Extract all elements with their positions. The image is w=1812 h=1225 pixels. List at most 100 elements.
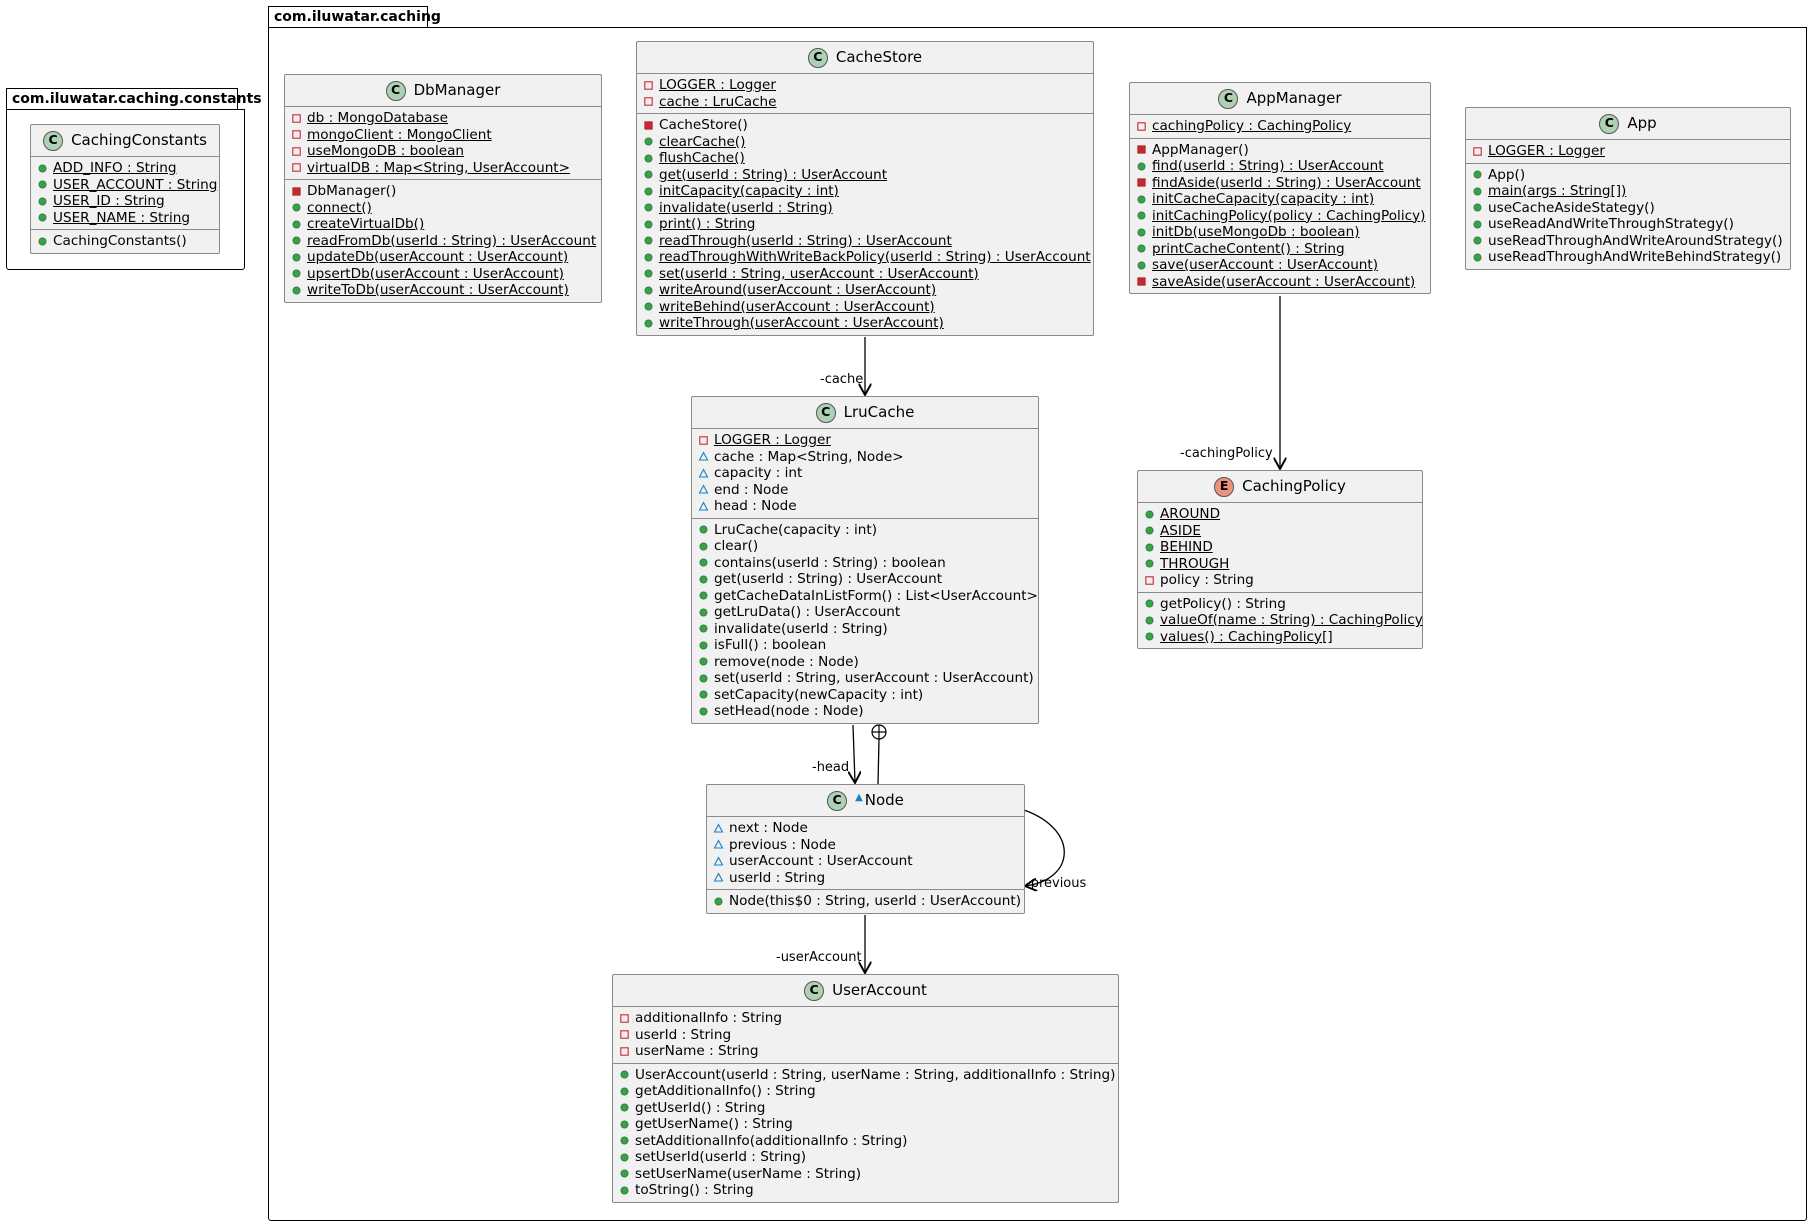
class-name: Node: [864, 791, 904, 810]
class-header: C AppManager: [1130, 83, 1430, 115]
class-field: USER_NAME : String: [37, 210, 213, 227]
member-text: upsertDb(userAccount : UserAccount): [307, 265, 564, 282]
class-method: initCachingPolicy(policy : CachingPolicy…: [1136, 207, 1426, 225]
public-visibility-icon: [619, 1086, 630, 1097]
class-method: connect(): [291, 200, 595, 217]
package-visibility-icon: [713, 823, 724, 834]
member-text: print() : String: [659, 216, 756, 232]
class-method: useCacheAsideStategy(): [1472, 200, 1784, 217]
class-method: UserAccount(userId : String, userName : …: [619, 1067, 1115, 1084]
member-text: readThroughWithWriteBackPolicy(userId : …: [659, 249, 1091, 265]
class-field: ADD_INFO : String: [37, 160, 213, 177]
class-method: AppManager(): [1136, 142, 1424, 159]
class-field: userId : String: [713, 870, 1018, 887]
member-text: capacity : int: [714, 465, 803, 481]
member-text: setHead(node : Node): [714, 703, 864, 719]
public-visibility-icon: [1144, 509, 1155, 520]
class-name: DbManager: [413, 81, 501, 100]
member-text: useReadThroughAndWriteBehindStrategy(): [1488, 249, 1782, 265]
class-method: getUserId() : String: [619, 1100, 1112, 1117]
member-text: readFromDb(userId : String) : UserAccoun…: [307, 232, 597, 249]
edge-label-user-account: -userAccount: [776, 950, 862, 965]
public-visibility-icon: [698, 623, 709, 634]
member-text: previous : Node: [729, 836, 836, 853]
class-method: isFull() : boolean: [698, 637, 1032, 654]
member-text: USER_ID : String: [53, 193, 165, 209]
class-badge-icon: C: [1599, 113, 1620, 134]
class-method: DbManager(): [291, 183, 595, 200]
public-visibility-icon: [698, 607, 709, 618]
private-method-icon: [291, 186, 302, 197]
public-visibility-icon: [1472, 219, 1483, 230]
public-visibility-icon: [698, 557, 709, 568]
class-method: useReadAndWriteThroughStrategy(): [1472, 216, 1784, 233]
member-text: userName : String: [635, 1043, 759, 1059]
class-method: readThrough(userId : String) : UserAccou…: [643, 233, 1087, 250]
class-badge-icon: C: [1218, 88, 1239, 109]
member-text: valueOf(name : String) : CachingPolicy: [1160, 612, 1423, 628]
member-text: writeThrough(userAccount : UserAccount): [659, 315, 944, 331]
public-visibility-icon: [643, 202, 654, 213]
member-text: App(): [1488, 166, 1526, 183]
public-visibility-icon: [37, 196, 48, 207]
class-field: LOGGER : Logger: [698, 432, 1032, 449]
class-name: AppManager: [1246, 89, 1342, 108]
class-name: LruCache: [843, 403, 915, 422]
private-field-icon: [291, 113, 302, 124]
class-method: saveAside(userAccount : UserAccount): [1136, 274, 1424, 291]
member-text: set(userId : String, userAccount : UserA…: [714, 670, 1034, 686]
member-text: getLruData() : UserAccount: [714, 604, 901, 620]
member-text: setUserId(userId : String): [635, 1149, 807, 1165]
class-method: set(userId : String, userAccount : UserA…: [698, 670, 1034, 687]
private-field-icon: [643, 96, 654, 107]
class-name: App: [1627, 114, 1657, 133]
member-text: createVirtualDb(): [307, 216, 425, 232]
private-field-icon: [698, 435, 709, 446]
private-method-icon: [1136, 276, 1147, 287]
public-visibility-icon: [291, 268, 302, 279]
member-text: setCapacity(newCapacity : int): [714, 686, 924, 703]
class-method: initCapacity(capacity : int): [643, 183, 1087, 200]
private-field-icon: [643, 80, 654, 91]
private-field-icon: [619, 1029, 630, 1040]
package-visibility-icon: [698, 501, 709, 512]
class-field: end : Node: [698, 482, 1032, 499]
class-method: initCacheCapacity(capacity : int): [1136, 191, 1424, 208]
public-visibility-icon: [1472, 235, 1483, 246]
member-text: BEHIND: [1160, 539, 1213, 555]
member-text: AppManager(): [1152, 141, 1249, 158]
public-visibility-icon: [698, 689, 709, 700]
member-text: Node(this$0 : String, userId : UserAccou…: [729, 893, 1021, 909]
member-text: additionalInfo : String: [635, 1010, 783, 1026]
member-text: LOGGER : Logger: [714, 432, 831, 448]
member-text: userId : String: [729, 869, 826, 886]
member-text: THROUGH: [1160, 555, 1230, 572]
private-field-icon: [1136, 121, 1147, 132]
package-caching: [268, 27, 1807, 1221]
member-text: policy : String: [1160, 572, 1254, 588]
public-visibility-icon: [619, 1102, 630, 1113]
public-visibility-icon: [643, 186, 654, 197]
class-field: LOGGER : Logger: [643, 77, 1087, 94]
member-text: userAccount : UserAccount: [729, 853, 913, 869]
private-field-icon: [291, 146, 302, 157]
class-header: C App: [1466, 108, 1790, 140]
package-constants: [6, 109, 245, 270]
member-text: writeAround(userAccount : UserAccount): [659, 282, 937, 298]
class-badge-icon: C: [43, 130, 64, 151]
member-text: initCachingPolicy(policy : CachingPolicy…: [1152, 207, 1426, 224]
public-visibility-icon: [619, 1135, 630, 1146]
class-field: THROUGH: [1144, 556, 1416, 573]
member-text: remove(node : Node): [714, 653, 859, 670]
class-field: BEHIND: [1144, 539, 1416, 556]
edge-label-caching-policy: -cachingPolicy: [1180, 446, 1273, 461]
relation-node-previous: [1024, 809, 1065, 886]
public-visibility-icon: [698, 541, 709, 552]
class-method: writeToDb(userAccount : UserAccount): [291, 282, 595, 299]
member-text: cache : LruCache: [659, 93, 777, 110]
class-field: capacity : int: [698, 465, 1032, 482]
class-badge-icon: C: [807, 47, 828, 68]
public-visibility-icon: [291, 235, 302, 246]
